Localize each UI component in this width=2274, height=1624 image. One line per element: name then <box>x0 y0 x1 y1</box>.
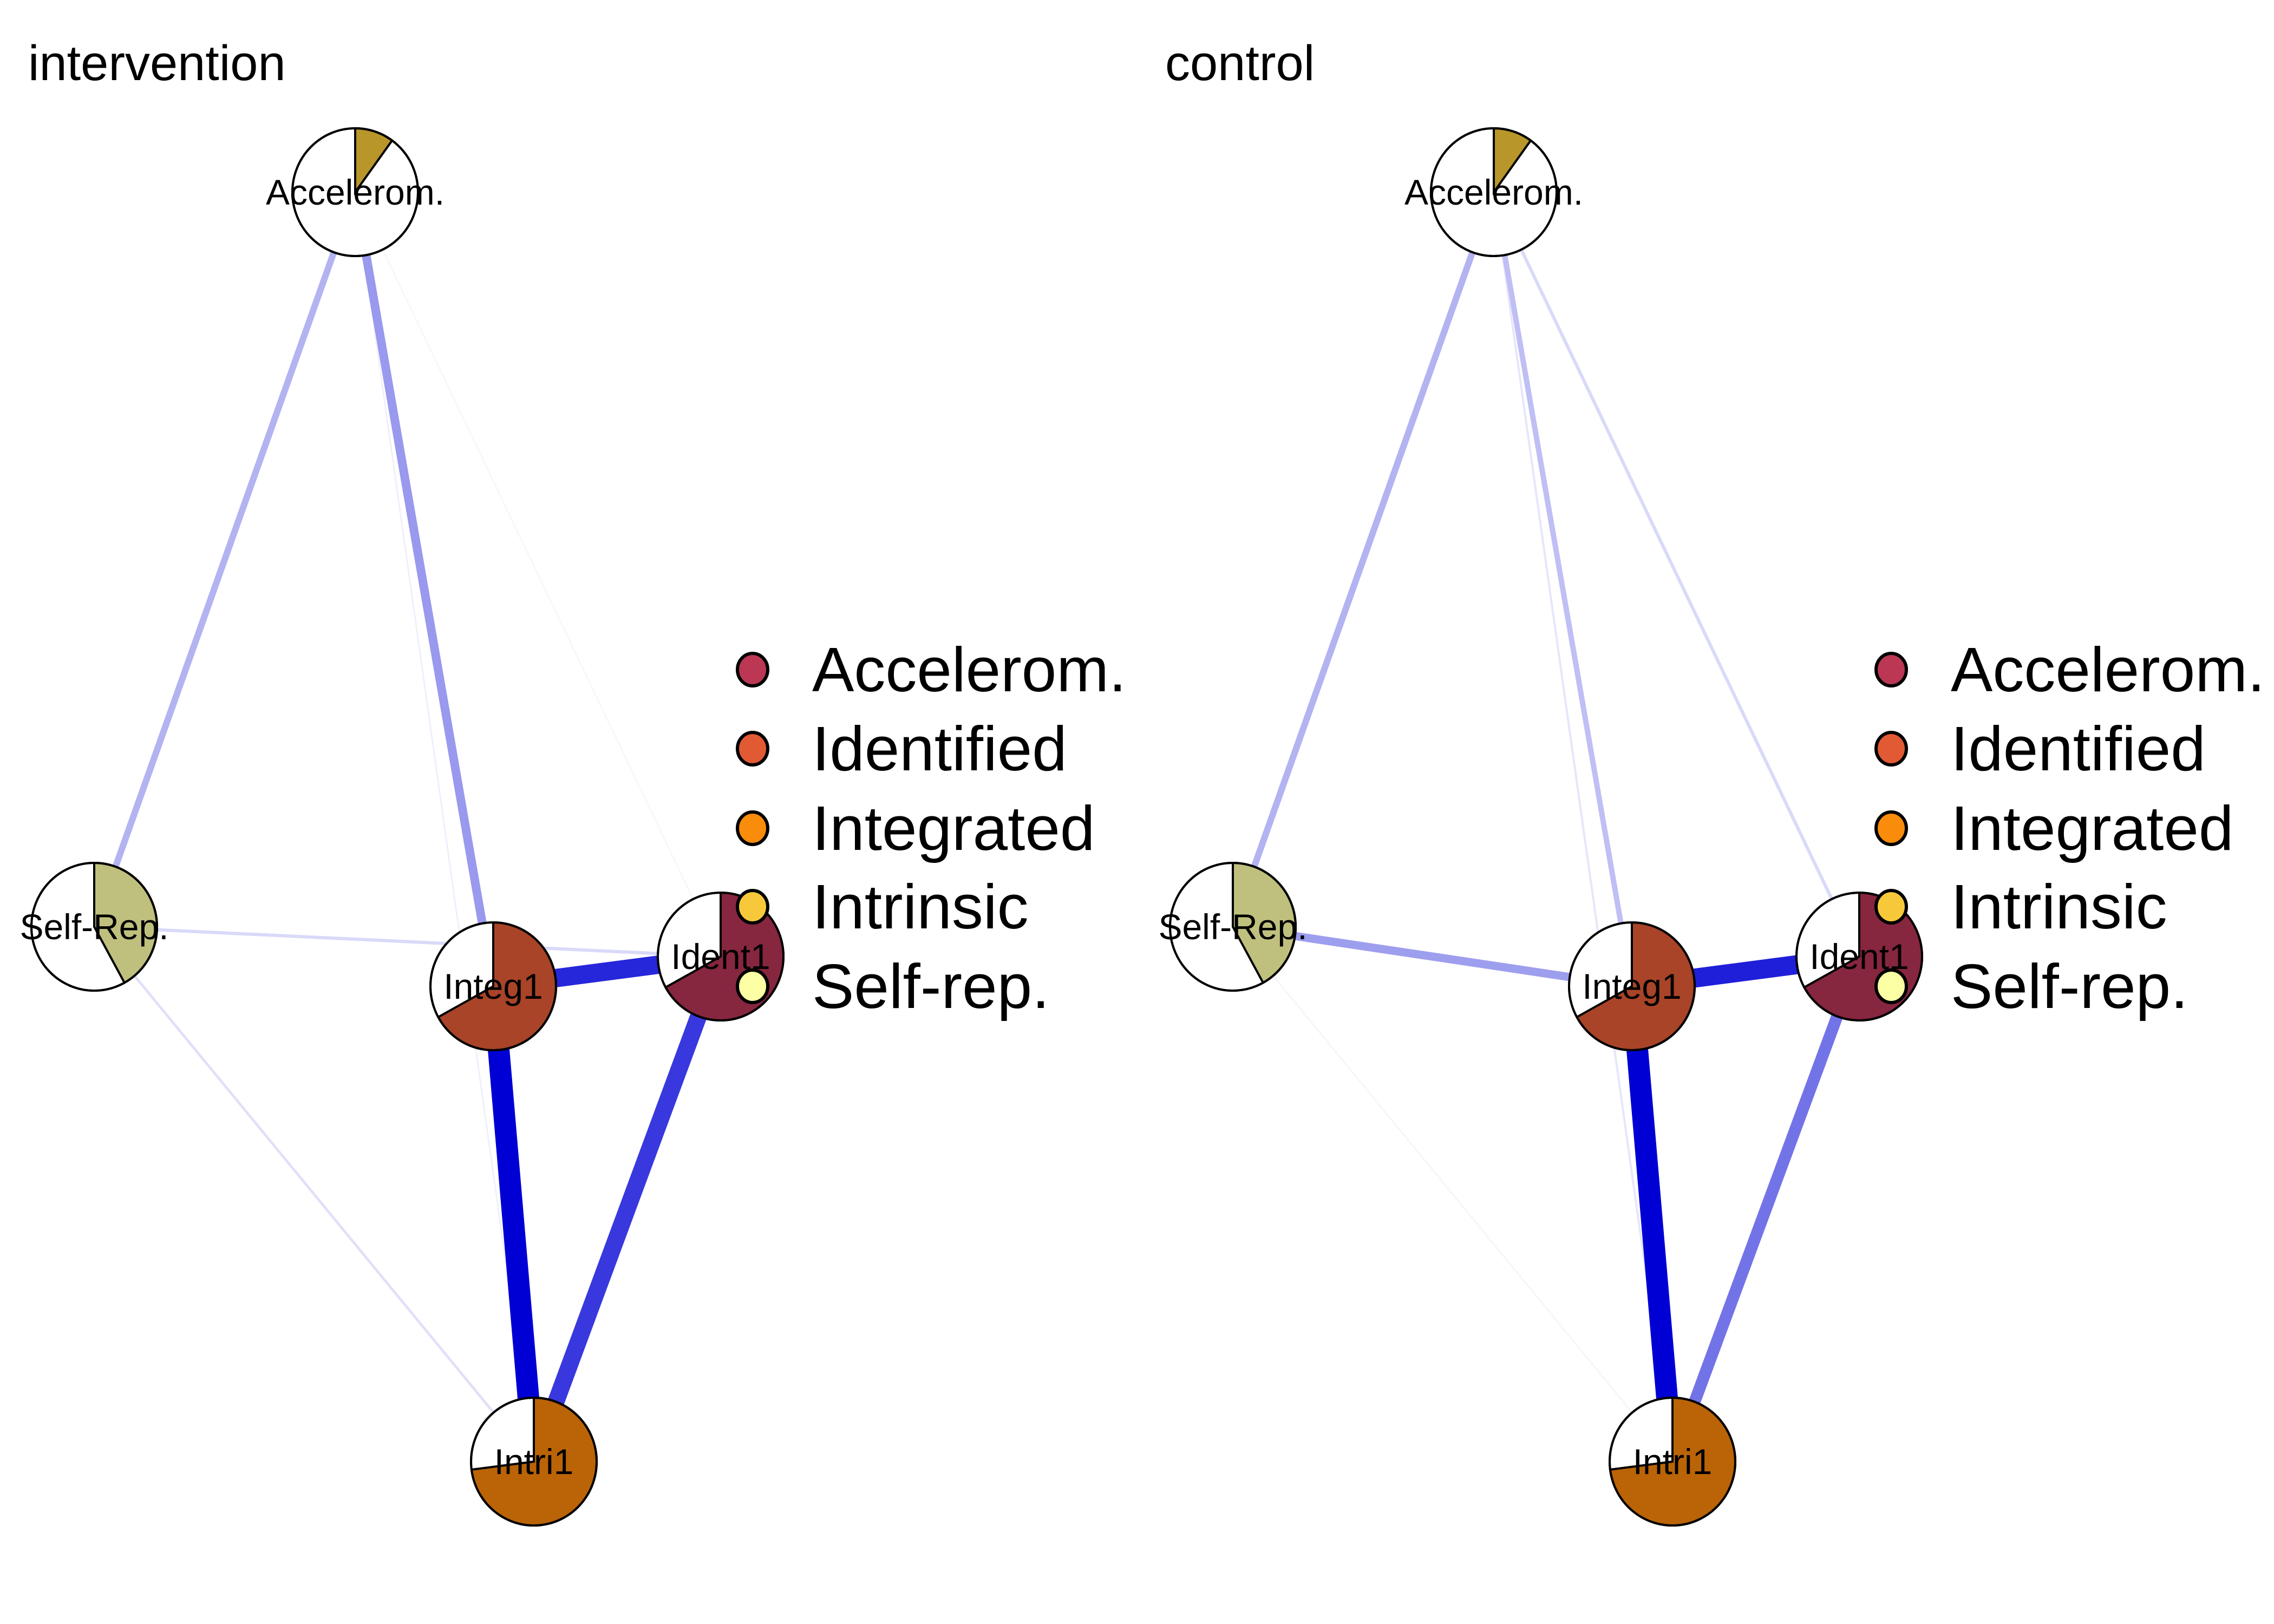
node-accel[interactable]: Accelerom. <box>1404 127 1583 257</box>
legend-swatch-icon <box>736 731 769 767</box>
node-intri[interactable]: Intri1 <box>1609 1396 1736 1527</box>
legend-item: Intrinsic <box>1874 872 2167 942</box>
node-outline <box>1430 127 1558 257</box>
legend-label: Accelerom. <box>1951 634 2265 705</box>
legend-item: Accelerom. <box>1874 634 2265 705</box>
panel-title-intervention: intervention <box>28 36 286 91</box>
node-integ[interactable]: Integ1 <box>429 921 557 1051</box>
edge-accel-self <box>1230 191 1497 928</box>
edge-self-intri <box>93 926 535 1463</box>
node-outline <box>470 1397 598 1527</box>
node-label: Intri1 <box>1633 1442 1713 1482</box>
legend-swatch-icon <box>736 968 769 1004</box>
legend-swatch-icon <box>1874 652 1908 687</box>
edge-self-intri <box>1232 926 1674 1462</box>
node-outline <box>1609 1397 1736 1527</box>
node-outline <box>291 127 419 257</box>
edge-accel-integ <box>1491 192 1635 987</box>
legend: Accelerom. IdentifiedIntegratedIntrinsicS… <box>736 634 1126 1021</box>
edge-accel-intri <box>354 192 535 1462</box>
legend-label: Identified <box>812 713 1067 784</box>
edge-ident-intri <box>1667 954 1865 1464</box>
legend-label: Integrated <box>1951 793 2233 863</box>
panel-title-control: control <box>1165 36 1315 91</box>
node-outline <box>1169 862 1297 992</box>
edge-ident-intri <box>526 953 729 1465</box>
edge-accel-self <box>91 191 358 928</box>
node-accel[interactable]: Accelerom. <box>266 127 445 257</box>
legend: Accelerom. IdentifiedIntegratedIntrinsicS… <box>1874 634 2265 1021</box>
legend-item: Intrinsic <box>736 872 1029 942</box>
legend-swatch-icon <box>736 652 769 687</box>
node-self[interactable]: Self-Rep. <box>19 861 169 992</box>
legend-label: Intrinsic <box>812 872 1029 942</box>
legend-label: Identified <box>1951 713 2206 784</box>
legend-item: Self-rep. <box>736 951 1049 1021</box>
edge-accel-integ <box>351 191 498 987</box>
node-integ[interactable]: Integ1 <box>1568 921 1696 1051</box>
legend-label: Intrinsic <box>1951 872 2167 942</box>
legend-label: Integrated <box>812 793 1095 863</box>
edge-self-integ <box>1232 922 1633 991</box>
node-self[interactable]: Self-Rep. <box>1158 861 1308 992</box>
legend-label: Accelerom. <box>812 634 1126 705</box>
edge-self-ident <box>94 925 721 958</box>
legend-item: Identified <box>1874 713 2206 784</box>
legend-item: Integrated <box>1874 793 2233 863</box>
legend-swatch-icon <box>1874 889 1908 925</box>
legend-swatch-icon <box>1874 968 1908 1004</box>
edge-accel-ident <box>354 192 722 957</box>
node-outline <box>1795 892 1923 1021</box>
edge-integ-intri <box>482 985 545 1463</box>
legend-item: Self-rep. <box>1874 951 2188 1021</box>
legend-swatch-icon <box>1874 731 1908 767</box>
edge-layer <box>1230 191 1865 1464</box>
legend-item: Integrated <box>736 793 1095 863</box>
node-label: Accelerom. <box>1404 172 1583 212</box>
legend-swatch-icon <box>736 889 769 925</box>
node-label: Self-Rep. <box>1158 907 1307 947</box>
legend-swatch-icon <box>1874 810 1908 846</box>
node-label: Self-Rep. <box>19 907 168 947</box>
legend-label: Self-rep. <box>812 951 1049 1021</box>
legend-swatch-icon <box>736 810 769 846</box>
node-intri[interactable]: Intri1 <box>470 1396 598 1527</box>
edge-accel-intri <box>1493 192 1674 1462</box>
node-label: Integ1 <box>443 966 543 1006</box>
node-outline <box>1568 921 1696 1051</box>
legend-item: Identified <box>736 713 1067 784</box>
edge-accel-ident <box>1492 191 1861 958</box>
node-outline <box>429 921 557 1051</box>
panel-intervention: intervention Accelerom. Self-Rep. Integ1 Id… <box>19 36 1126 1527</box>
node-label: Integ1 <box>1582 966 1682 1006</box>
node-label: Accelerom. <box>266 172 445 212</box>
node-outline <box>30 862 158 992</box>
node-label: Intri1 <box>494 1442 574 1482</box>
node-outline <box>657 892 785 1021</box>
legend-label: Self-rep. <box>1951 951 2188 1021</box>
legend-item: Accelerom. <box>736 634 1126 705</box>
edge-layer <box>91 191 729 1465</box>
edge-integ-intri <box>1621 985 1683 1463</box>
panel-control: control Accelerom.Self-Rep.Integ1Ident1I… <box>1158 36 2265 1527</box>
